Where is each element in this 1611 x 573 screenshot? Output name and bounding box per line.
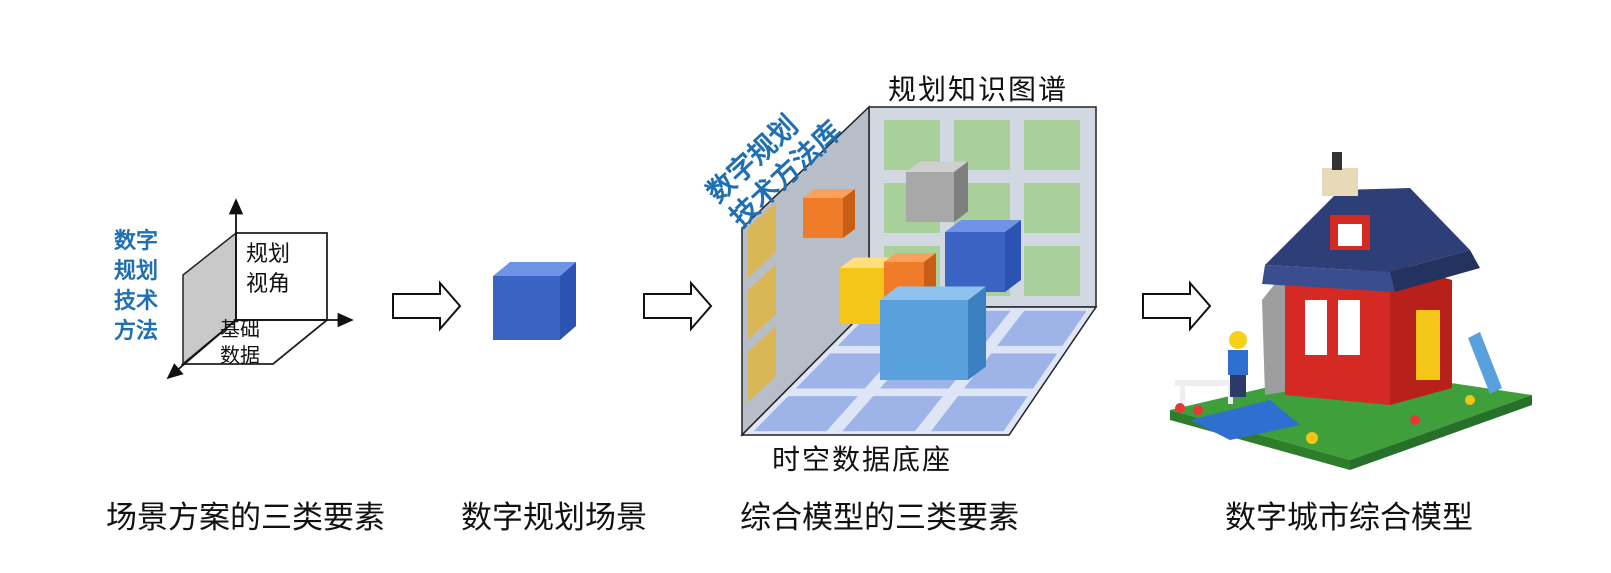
gray-cube-front xyxy=(906,172,954,222)
light-blue-cube-side xyxy=(968,286,986,380)
panel1-axis-depth xyxy=(166,319,237,380)
panel3-cubes xyxy=(803,161,1021,380)
arrow-right-icon xyxy=(643,280,713,332)
panel2-caption: 数字规划场景 xyxy=(461,500,647,536)
orange-cube-side xyxy=(843,189,855,238)
light-blue-cube-top xyxy=(880,286,986,300)
floor-tile xyxy=(842,396,943,432)
blue-cube-icon xyxy=(493,262,576,340)
floor-tile xyxy=(795,353,897,389)
panel1-side-label: 数字 规划 技术 方法 xyxy=(114,228,159,344)
panel3-method-library-tiles xyxy=(748,202,776,402)
floor-tile xyxy=(964,353,1058,389)
orange-cube xyxy=(803,189,855,238)
blue-cube-side xyxy=(1005,220,1021,292)
gray-cube xyxy=(906,161,968,222)
light-blue-cube xyxy=(880,286,986,380)
blue-cube-front xyxy=(945,232,1005,292)
green-tile xyxy=(1024,246,1080,296)
panel1-caption: 场景方案的三类要素 xyxy=(106,500,385,536)
panel3-caption: 综合模型的三类要素 xyxy=(740,500,1019,536)
floor-tile xyxy=(997,310,1087,346)
panel3-top-label: 规划知识图谱 xyxy=(888,73,1069,106)
green-tile xyxy=(1024,183,1080,233)
orange-cube-top xyxy=(803,189,855,198)
blue-cube-top xyxy=(945,220,1021,232)
gray-cube-side xyxy=(954,161,968,222)
floor-tile xyxy=(930,396,1028,432)
arrow-right-icon xyxy=(1142,280,1212,332)
green-tile xyxy=(1024,120,1080,170)
lego-house-icon xyxy=(1170,152,1532,470)
orange-cube-small-top xyxy=(884,253,936,262)
panel1-bottom-label: 基础 数据 xyxy=(220,317,260,367)
orange-cube-front xyxy=(803,198,843,238)
gray-cube-top xyxy=(906,161,968,172)
arrow-right-icon xyxy=(392,280,462,332)
yellow-tile xyxy=(748,264,776,340)
panel3-bottom-label: 时空数据底座 xyxy=(772,443,953,476)
panel1-top-label: 规划 视角 xyxy=(246,242,291,297)
blue-cube xyxy=(945,220,1021,292)
yellow-tile xyxy=(748,326,776,402)
light-blue-cube-front xyxy=(880,300,968,380)
panel4-caption: 数字城市综合模型 xyxy=(1225,500,1473,536)
panel3-model xyxy=(740,105,1098,437)
yellow-tile xyxy=(748,202,776,278)
floor-tile xyxy=(753,396,858,432)
panel1-axes-diagram xyxy=(166,198,354,380)
